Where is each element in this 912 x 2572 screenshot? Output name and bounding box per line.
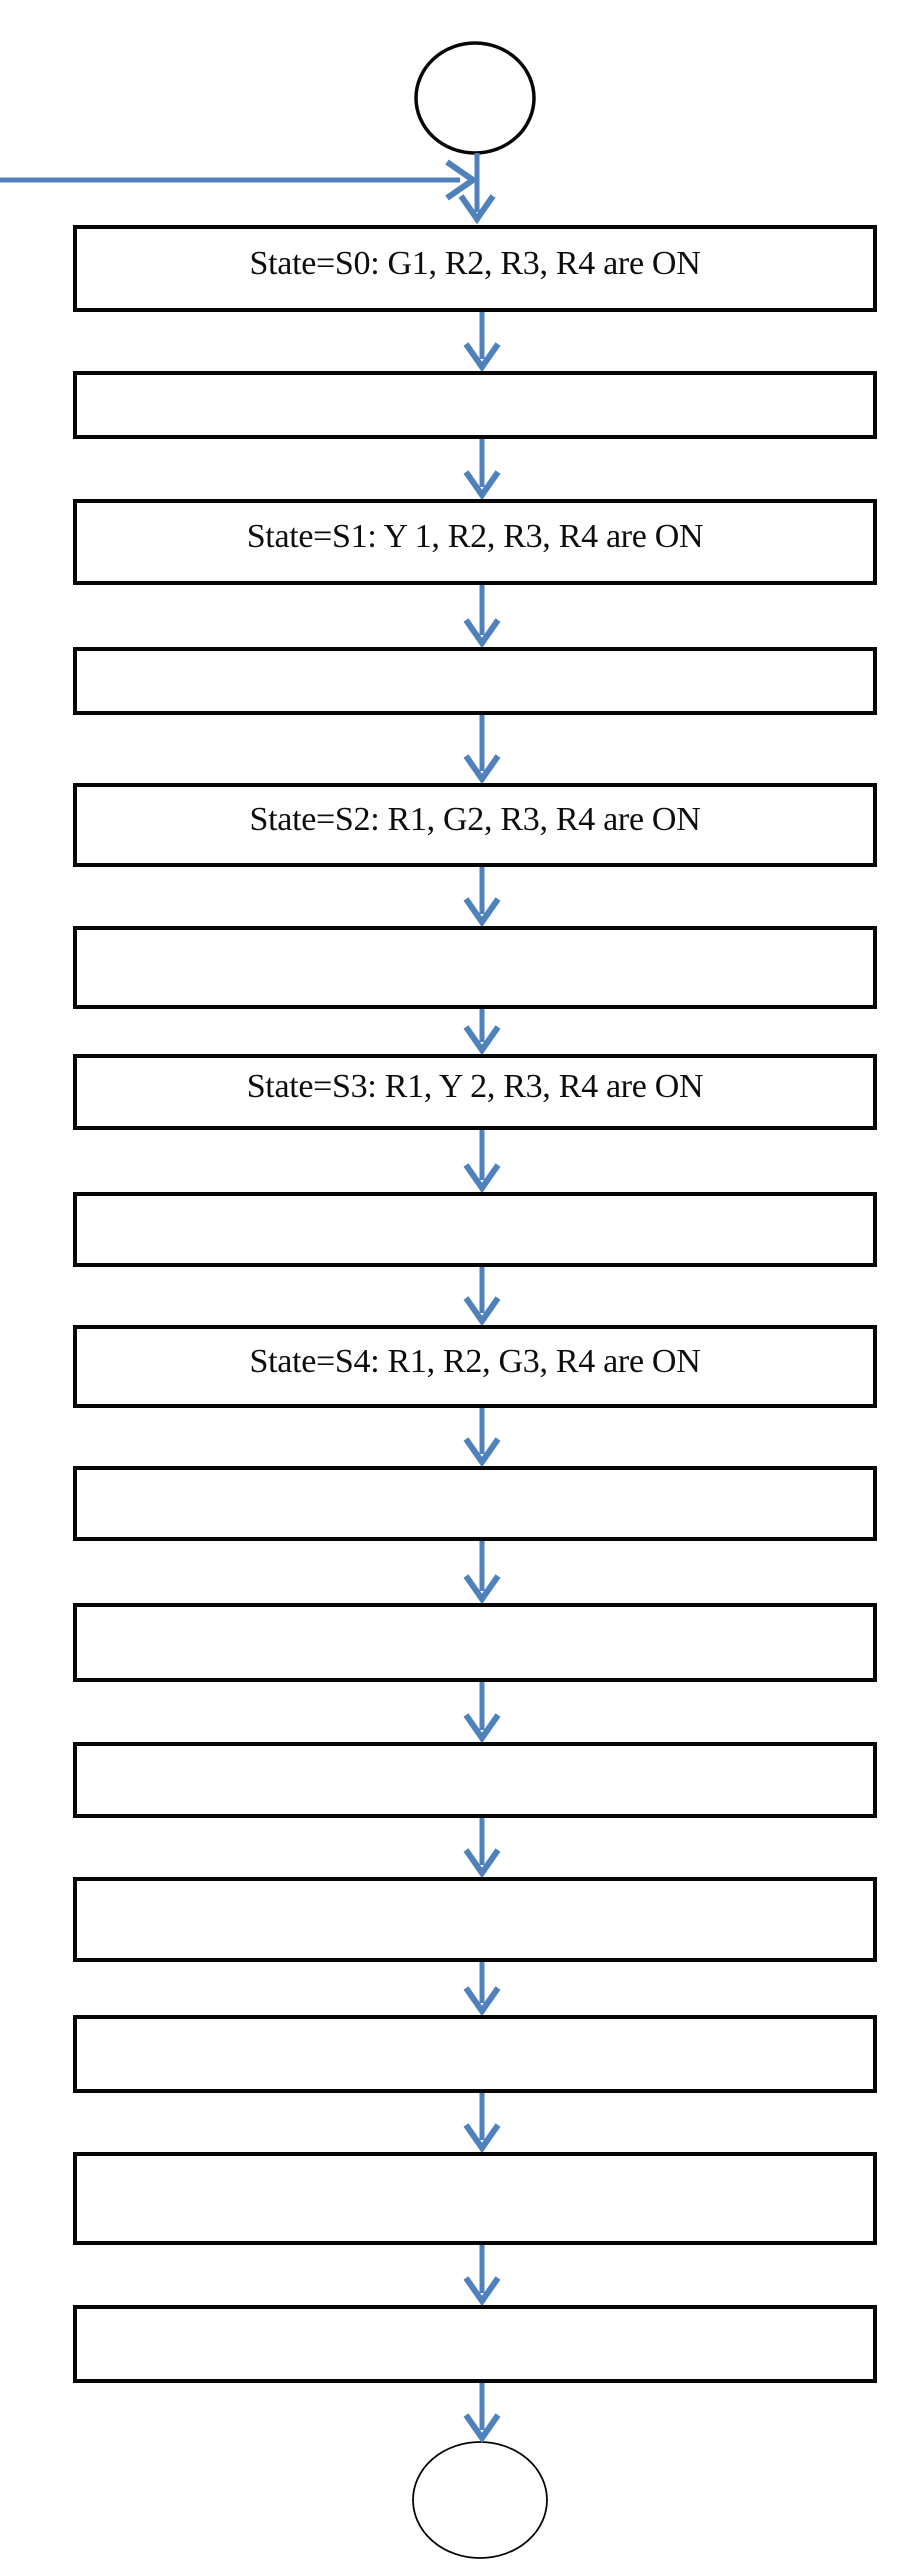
process-box-4 [73,1192,877,1267]
flow-arrow-down [463,1682,501,1744]
flow-arrow-down [463,585,501,649]
process-box-1 [73,371,877,439]
process-box-6 [73,1603,877,1682]
flow-arrow-down [463,2383,501,2444]
process-box-5 [73,1466,877,1541]
process-box-9 [73,2015,877,2093]
flow-arrow-down [463,715,501,785]
process-box-8 [73,1877,877,1962]
flow-arrow-down [463,1818,501,1879]
process-box-11 [73,2305,877,2383]
process-box-7 [73,1742,877,1818]
flow-arrow-down [463,1130,501,1194]
flow-arrow-down [463,1962,501,2017]
process-box-3 [73,926,877,1009]
flow-arrow-down [463,1408,501,1468]
incoming-left-arrow [0,159,479,201]
flow-arrow-down [463,439,501,501]
flow-arrow-down [463,867,501,928]
process-box-2 [73,647,877,715]
flow-arrow-down [463,1009,501,1056]
flow-arrow-down [463,2093,501,2154]
start-to-s0-arrow [458,153,496,225]
state-box-s0: State=S0: G1, R2, R3, R4 are ON [73,225,877,312]
flow-arrow-down [463,312,501,373]
flow-arrow-down [463,2245,501,2307]
state-box-s2: State=S2: R1, G2, R3, R4 are ON [73,783,877,867]
state-box-s3: State=S3: R1, Y 2, R3, R4 are ON [73,1054,877,1130]
flow-arrow-down [463,1267,501,1327]
flow-arrow-down [463,1541,501,1605]
process-box-10 [73,2152,877,2245]
start-node-circle [414,41,536,155]
state-box-s4: State=S4: R1, R2, G3, R4 are ON [73,1325,877,1408]
end-node-ellipse [412,2441,548,2559]
state-box-s1: State=S1: Y 1, R2, R3, R4 are ON [73,499,877,585]
